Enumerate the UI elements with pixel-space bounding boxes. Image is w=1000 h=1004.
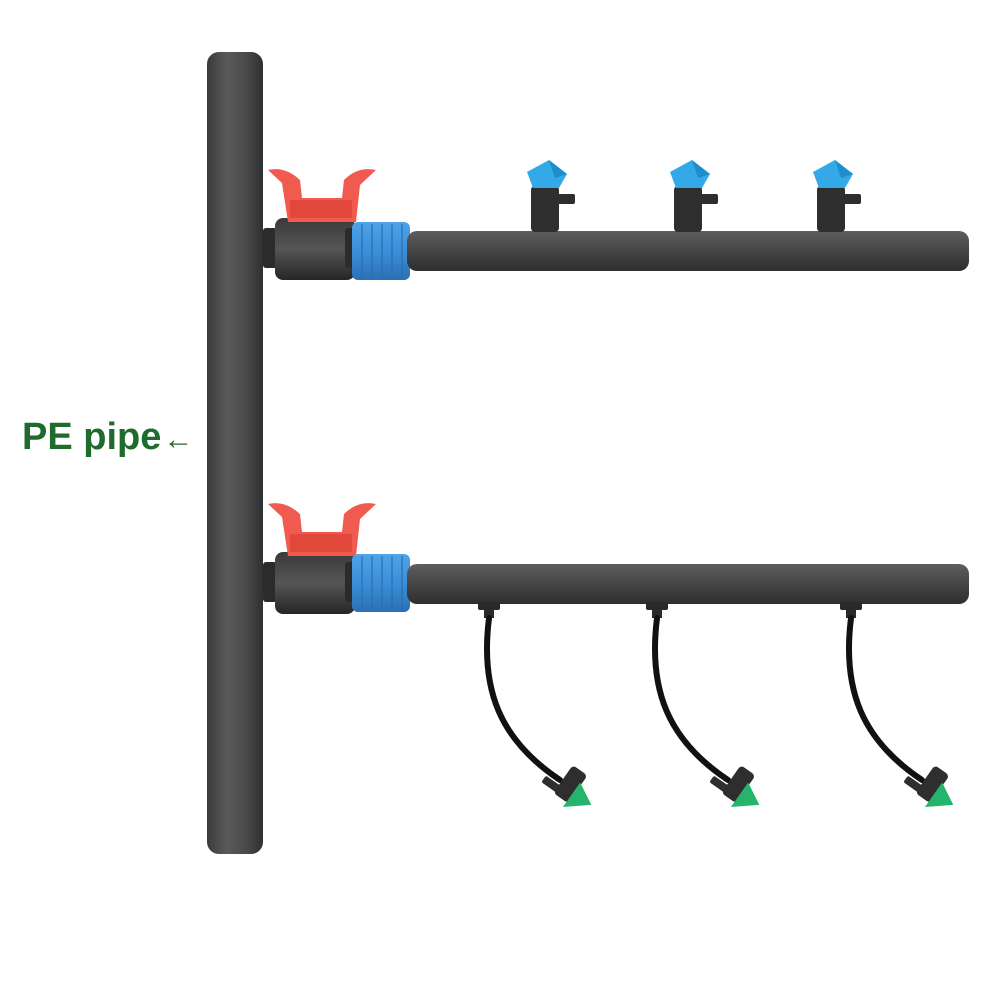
left-arrow-icon: ← <box>163 423 194 456</box>
blue-mini-sprayer-icon <box>527 160 575 232</box>
green-arrow-dripper-icon <box>840 602 954 808</box>
top-red-ball-valve-icon <box>263 169 376 280</box>
blue-mini-sprayer-icon <box>670 160 718 232</box>
green-arrow-dripper-icon <box>478 602 592 808</box>
blue-mini-sprayer-icon <box>813 160 861 232</box>
pe-pipe-label: PE pipe← <box>22 418 193 456</box>
bottom-branch <box>263 503 969 808</box>
bottom-branch-pipe <box>407 564 969 604</box>
pe-pipe-label-text: PE pipe <box>22 416 162 458</box>
green-arrow-dripper-icon <box>646 602 760 808</box>
top-branch-pipe <box>407 231 969 271</box>
main-pe-pipe <box>207 52 263 854</box>
top-branch <box>263 160 969 280</box>
